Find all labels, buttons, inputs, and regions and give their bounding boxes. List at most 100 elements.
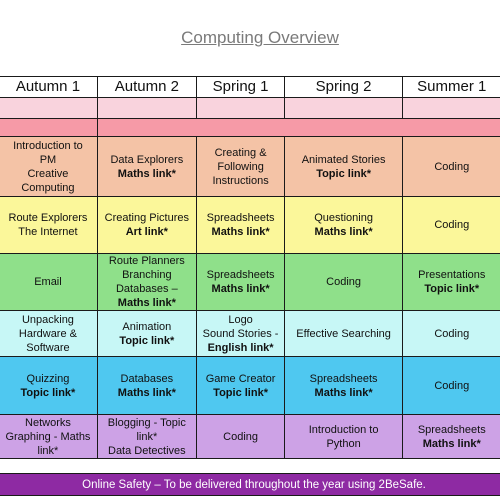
cell-line: Coding — [434, 160, 470, 173]
cell-line: link* — [136, 430, 158, 443]
cell-line: Creating Pictures — [104, 212, 190, 224]
cell-line: Creating & — [214, 146, 267, 159]
column-header-summer-1: Summer 1 — [401, 76, 500, 98]
blank-row-light-pink — [0, 97, 500, 119]
page-title: Computing Overview — [181, 28, 339, 47]
header-row: Autumn 1 Autumn 2 Spring 1 Spring 2 Summ… — [0, 76, 500, 98]
cell-line: Animated Stories — [301, 153, 386, 166]
cell-line: Databases — [120, 372, 174, 385]
blank-cell — [195, 97, 286, 119]
cell-line: Computing — [21, 181, 75, 194]
cell-line: Effective Searching — [296, 327, 391, 340]
cell-line: link* — [37, 444, 59, 457]
cell-line: Logo — [228, 313, 253, 326]
column-header-spring-2: Spring 2 — [284, 76, 403, 98]
cell-line: Topic link* — [424, 283, 480, 295]
cell-line: Maths link* — [211, 283, 270, 295]
cell-line: Data Detectives — [108, 444, 186, 457]
cell-line: Presentations — [418, 269, 486, 281]
cell-line: Topic link* — [20, 386, 76, 399]
cell-line: Maths link* — [117, 167, 176, 180]
cell-line: Networks — [25, 416, 71, 429]
blank-cell — [401, 97, 500, 119]
cell-line: Coding — [434, 219, 470, 231]
cell-line: Maths link* — [117, 297, 176, 309]
cell-line: Spreadsheets — [206, 212, 275, 224]
cell-line: Maths link* — [117, 386, 176, 399]
blank-cell — [96, 97, 197, 119]
cell-line: Coding — [223, 430, 258, 443]
table-cell: Coding — [284, 253, 403, 311]
cell-line: Introduction to — [308, 423, 379, 436]
cell-line: Software — [26, 341, 70, 354]
cell-line: Following — [217, 160, 264, 173]
column-header-spring-1: Spring 1 — [195, 76, 286, 98]
blank-row-pink — [0, 118, 500, 137]
cell-line: Branching — [122, 269, 172, 281]
cell-line: Maths link* — [422, 437, 481, 450]
cell-line: Questioning — [314, 212, 373, 224]
cell-line: Maths link* — [314, 226, 373, 238]
cell-line: Route Planners — [108, 255, 185, 267]
cell-line: Coding — [434, 327, 470, 340]
cell-line: Spreadsheets — [309, 372, 378, 385]
cell-line: Databases – — [115, 283, 178, 295]
table-cell: Effective Searching — [284, 310, 403, 357]
cell-line: Topic link* — [119, 334, 175, 347]
blank-cell — [0, 97, 98, 119]
blank-cell — [284, 97, 403, 119]
cell-line: The Internet — [18, 226, 78, 238]
cell-line: Quizzing — [26, 372, 70, 385]
table-cell: Coding — [401, 310, 500, 357]
cell-line: Maths link* — [211, 226, 270, 238]
cell-line: Data Explorers — [110, 153, 184, 166]
table-cell: Coding — [401, 136, 500, 197]
cell-line: English link* — [207, 341, 274, 354]
cell-line: Maths link* — [314, 386, 373, 399]
table-cell: Email — [0, 253, 98, 311]
cell-line: Route Explorers — [8, 212, 88, 224]
cell-line: Python — [326, 437, 361, 450]
cell-line: Coding — [326, 276, 362, 288]
cell-line: PM — [39, 153, 57, 166]
column-header-autumn-2: Autumn 2 — [96, 76, 197, 98]
table-cell: Coding — [401, 356, 500, 415]
online-safety-footer: Online Safety – To be delivered througho… — [0, 473, 500, 496]
cell-line: Blogging - Topic — [107, 416, 186, 429]
cell-line: Topic link* — [213, 386, 268, 399]
cell-line: Topic link* — [316, 167, 371, 180]
cell-line: Email — [34, 276, 62, 288]
cell-line: Spreadsheets — [417, 423, 486, 436]
table-cell: Coding — [401, 196, 500, 254]
curriculum-table: Autumn 1 Autumn 2 Spring 1 Spring 2 Summ… — [0, 76, 500, 459]
table-cell: Coding — [195, 414, 286, 459]
cell-line: Unpacking — [21, 313, 74, 326]
cell-line: Art link* — [125, 226, 168, 238]
blank-cell — [0, 118, 98, 137]
cell-line: Creative — [27, 167, 69, 180]
